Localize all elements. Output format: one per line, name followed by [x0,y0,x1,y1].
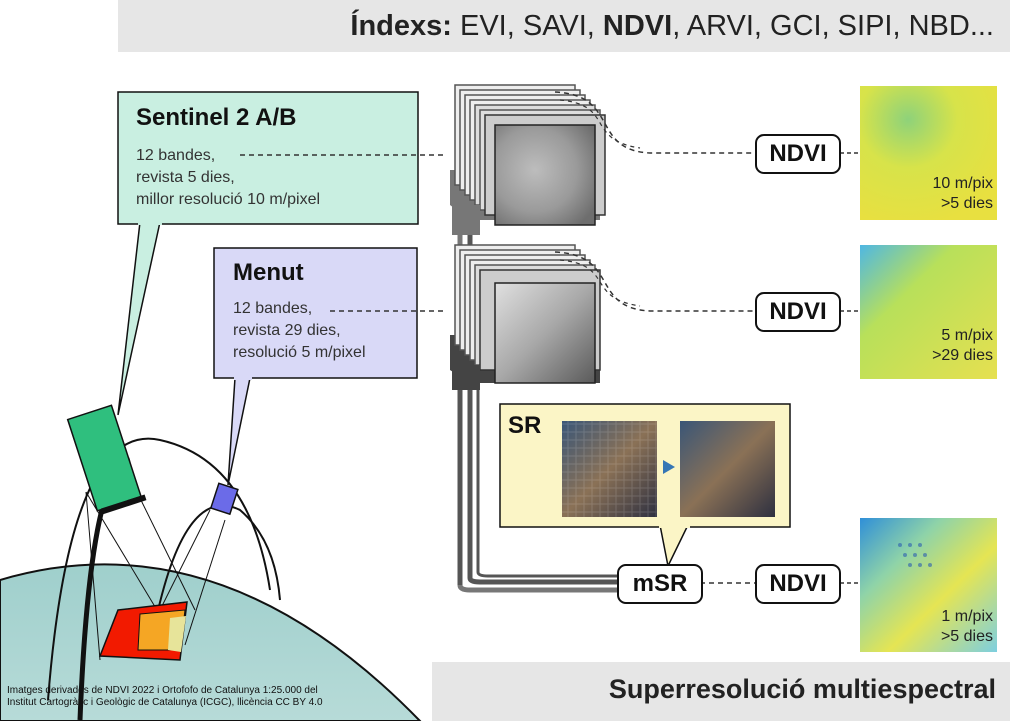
ndvi-map-1m [860,518,997,652]
res-value-10m: 10 m/pix [932,175,993,192]
menut-callout-box [213,247,418,379]
res-label-1m: 1 m/pix >5 dies [941,607,993,647]
menut-description: 12 bandes, revista 29 dies, resolució 5 … [233,298,366,364]
sentinel-resolution: millor resolució 10 m/pixel [136,191,321,208]
sr-label: SR [508,412,542,439]
credit-line-2: Institut Cartogràfic i Geològic de Catal… [7,697,323,708]
indices-label: Índexs: [350,10,452,42]
indices-ndvi: NDVI [602,10,673,42]
sentinel-revisit: revista 5 dies, [136,169,235,186]
res-label-10m: 10 m/pix >5 dies [933,174,993,214]
sentinel-callout-box [117,91,419,225]
ndvi-box-menut: NDVI [755,292,841,332]
msr-box: mSR [617,564,703,604]
revisit-value-1m: >5 dies [940,628,993,645]
sentinel-satellite [66,404,147,515]
header-bar [118,0,1010,52]
menut-band-stack [450,244,601,390]
res-value-5m: 5 m/pix [941,327,993,344]
sentinel-description: 12 bandes, revista 5 dies, millor resolu… [136,145,320,211]
ndvi-box-sentinel: NDVI [755,134,841,174]
indices-list-end: , ARVI, GCI, SIPI, NBD... [672,10,994,42]
arrow-icon [663,460,675,474]
revisit-value-5m: >29 dies [932,347,993,364]
sentinel-bands: 12 bandes, [136,147,216,164]
indices-header: Índexs: EVI, SAVI, NDVI, ARVI, GCI, SIPI… [350,10,994,43]
ndvi-map-5m [860,245,997,379]
ndvi-box-msr: NDVI [755,564,841,604]
menut-title: Menut [233,259,304,286]
revisit-value-10m: >5 dies [940,195,993,212]
footer-bar [432,662,1010,721]
footer-title: Superresolució multiespectral [608,674,996,704]
credit-line-1: Imatges derivades de NDVI 2022 i Ortofof… [7,685,318,696]
menut-bands: 12 bandes, [233,300,313,317]
res-value-1m: 1 m/pix [941,608,993,625]
sentinel-title: Sentinel 2 A/B [136,104,297,131]
image-credits: Imatges derivades de NDVI 2022 i Ortofof… [7,685,323,709]
sentinel-band-stack [450,84,606,235]
res-label-5m: 5 m/pix >29 dies [932,326,993,366]
menut-revisit: revista 29 dies, [233,322,341,339]
menut-resolution: resolució 5 m/pixel [233,344,366,361]
sentinel-orbit [47,437,271,701]
menut-satellite [209,482,239,516]
cat-image-highres [680,421,775,517]
indices-list-start: EVI, SAVI, [460,10,595,42]
ndvi-map-10m [860,86,997,220]
